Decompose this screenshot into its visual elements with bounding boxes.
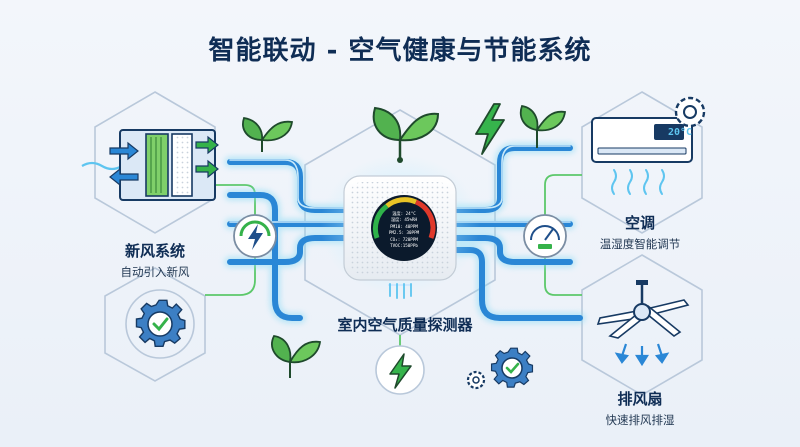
- fresh-air-filter-icon: [81, 129, 219, 201]
- leaf-icon-left: [242, 116, 294, 152]
- sensor-readout: 温度: 24°C 湿度: 45%RH PM10: 40PPM PM2.5: 30…: [384, 211, 424, 249]
- gear-check-icon-bottom: [490, 347, 534, 388]
- lightning-bolt-icon-top: [475, 103, 505, 155]
- fresh-air-hexagon: [94, 91, 216, 234]
- ac-temperature-display: 20°C: [667, 127, 693, 138]
- fresh-air-name: 新风系统: [124, 242, 185, 260]
- air-quality-sensor-icon: [320, 155, 480, 299]
- air-conditioner-icon: [591, 96, 706, 195]
- ac-desc: 温湿度智能调节: [599, 237, 681, 251]
- page-title: 智能联动 - 空气健康与节能系统: [208, 36, 592, 66]
- fan-name: 排风扇: [617, 390, 663, 408]
- leaf-icon-bottom-left: [271, 335, 322, 378]
- fresh-air-label: 新风系统 自动引入新风: [95, 240, 215, 280]
- gear-icon-small: [466, 370, 486, 390]
- leaf-icon-top-center: [372, 106, 440, 163]
- gear-check-icon-left: [125, 289, 195, 359]
- ceiling-fan-icon: [596, 280, 690, 367]
- fresh-air-desc: 自动引入新风: [120, 265, 190, 279]
- reading-pm25: PM2.5: 30PPM: [388, 230, 420, 236]
- center-label: 室内空气质量探测器: [337, 316, 473, 334]
- reading-temperature: 温度: 24°C: [392, 211, 416, 216]
- reading-tvoc: TVOC:150PPb: [390, 243, 418, 249]
- fan-hexagon: [581, 254, 703, 396]
- reading-humidity: 湿度: 45%RH: [390, 217, 418, 223]
- gauge-icon: [523, 214, 567, 258]
- left-hexagon-small: [104, 267, 206, 382]
- fan-desc: 快速排风排湿: [605, 413, 675, 427]
- leaf-icon-right: [519, 104, 567, 148]
- lightning-icon: [233, 214, 277, 258]
- reading-pm10: PM10: 40PPM: [390, 223, 418, 229]
- ac-label: 空调 温湿度智能调节: [575, 212, 705, 252]
- fan-label: 排风扇 快速排风排湿: [575, 388, 705, 428]
- ac-hexagon: [581, 91, 703, 234]
- ac-name: 空调: [624, 214, 655, 232]
- energy-circle-icon: [375, 345, 425, 395]
- reading-co2: CO₂: 720PPM: [390, 236, 418, 242]
